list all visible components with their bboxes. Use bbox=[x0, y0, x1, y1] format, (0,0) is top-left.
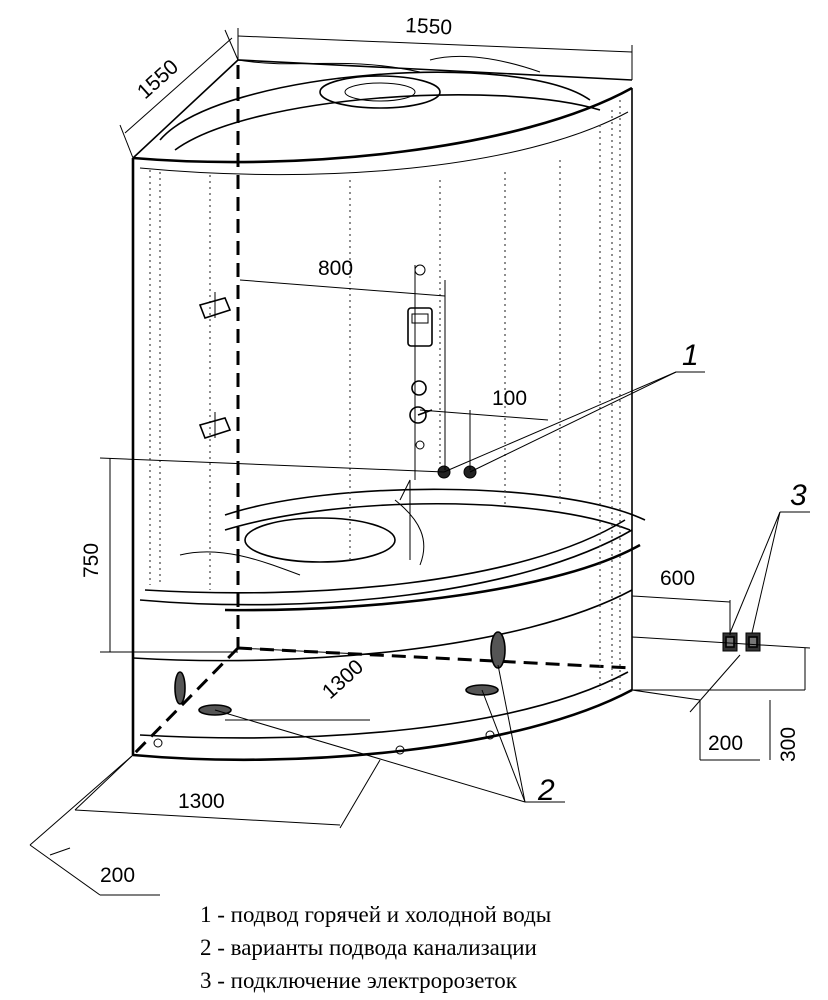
cabin-outline bbox=[131, 55, 646, 762]
legend: 1 - подвод горячей и холодной воды 2 - в… bbox=[200, 898, 551, 997]
dim-drain-offset: 200 bbox=[100, 864, 135, 887]
legend-item-sockets: 3 - подключение электророзеток bbox=[200, 968, 517, 993]
dim-top-depth: 1550 bbox=[133, 55, 183, 103]
legend-item-water: 1 - подвод горячей и холодной воды bbox=[200, 902, 552, 927]
control-panel bbox=[407, 264, 433, 480]
glass-panels bbox=[149, 100, 621, 690]
wall-handles bbox=[198, 292, 232, 439]
dim-pipe-height: 750 bbox=[80, 543, 103, 578]
legend-item-drain: 2 - варианты подвода канализации bbox=[200, 935, 537, 960]
dim-outlet-height: 300 bbox=[777, 727, 800, 762]
dim-top-width: 1550 bbox=[405, 14, 453, 39]
callout-water-supply: 1 bbox=[682, 339, 699, 372]
dim-base-depth: 1300 bbox=[318, 655, 368, 703]
callout-leaders bbox=[214, 371, 810, 803]
socket-points bbox=[722, 632, 761, 652]
dim-panel-width: 800 bbox=[318, 257, 353, 280]
callout-drain: 2 bbox=[537, 774, 555, 807]
dim-outlet-offset: 200 bbox=[708, 732, 743, 755]
dim-base-width: 1300 bbox=[178, 790, 225, 813]
hidden-back-edges bbox=[131, 65, 633, 757]
dim-pipe-spacing: 100 bbox=[492, 387, 527, 410]
dim-outlet-distance: 600 bbox=[660, 567, 695, 590]
dimension-lines bbox=[29, 28, 811, 896]
drain-points bbox=[153, 631, 506, 755]
callout-sockets: 3 bbox=[790, 479, 807, 512]
